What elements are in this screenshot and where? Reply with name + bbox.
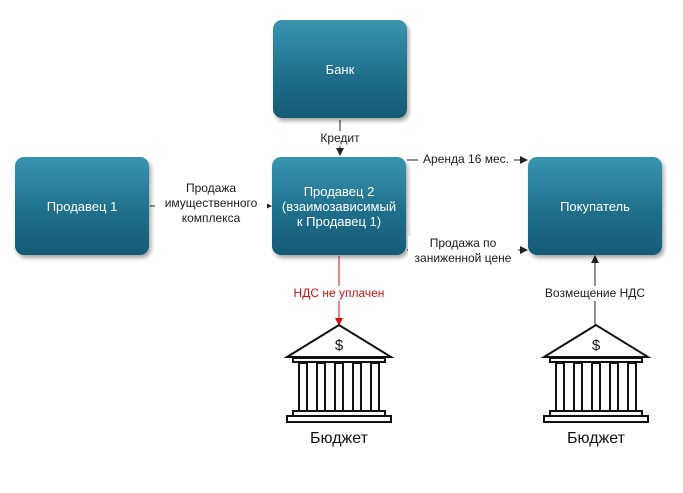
edge-sale-complex-label: Продажа имущественного комплекса [155,181,267,226]
budget-right-label: Бюджет [567,430,625,447]
node-buyer-label: Покупатель [560,198,630,214]
node-seller2-line3: к Продавец 1) [296,213,382,229]
node-buyer: Покупатель [528,157,662,255]
node-seller1-label: Продавец 1 [46,198,118,214]
edge-sale-low-line1: Продажа по [429,236,497,250]
edge-vat-refund-label: Возмещение НДС [534,286,656,301]
edge-sale-complex-line1: Продажа [185,181,237,195]
dollar-symbol: $ [335,337,344,354]
edge-sale-complex-line2: имущественного [164,196,258,210]
node-bank: Банк [273,20,407,118]
edge-credit-label: Кредит [312,131,368,146]
edge-sale-complex-line3: комплекса [181,211,241,225]
bank-building-icon [540,323,652,423]
node-seller1: Продавец 1 [15,157,149,255]
node-seller2-line1: Продавец 2 [303,183,375,199]
budget-left-label: Бюджет [310,430,368,447]
edge-sale-low-label: Продажа по заниженной цене [408,236,518,266]
node-seller2: Продавец 2 (взаимозависимый к Продавец 1… [272,157,406,255]
edge-rent-label: Аренда 16 мес. [418,152,514,167]
bank-building-icon [283,323,395,423]
node-seller2-line2: (взаимозависимый [281,198,397,214]
dollar-symbol: $ [592,337,601,354]
node-bank-label: Банк [325,61,355,77]
edge-vat-unpaid-label: НДС не уплачен [280,286,398,301]
edge-sale-low-line2: заниженной цене [414,251,512,265]
